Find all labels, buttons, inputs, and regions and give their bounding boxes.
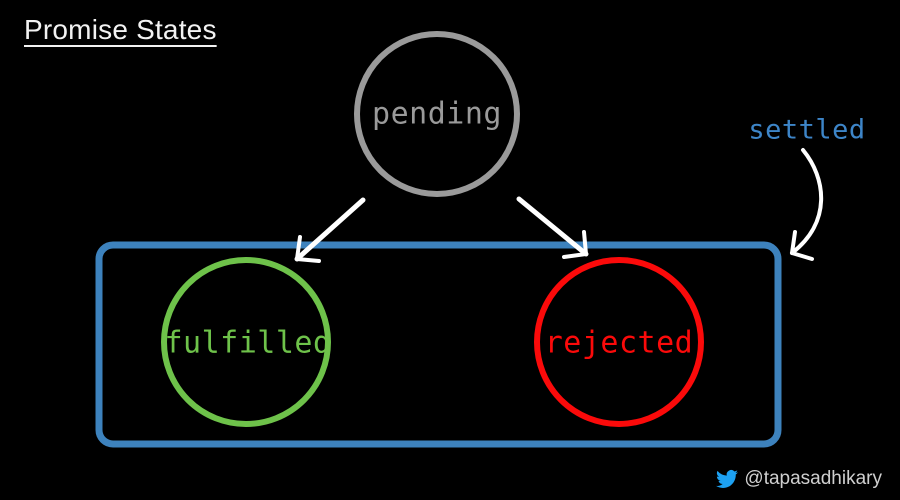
rejected-state-circle <box>534 257 704 427</box>
arrow-pending-to-rejected <box>516 196 589 259</box>
fulfilled-state-circle <box>161 257 331 427</box>
arrow-settled-to-box <box>790 148 824 261</box>
author-handle: @tapasadhikary <box>744 468 882 489</box>
author-credit: @tapasadhikary <box>716 468 882 490</box>
settled-group-box <box>95 241 782 448</box>
pending-state-circle <box>354 31 520 197</box>
pending-state-label: pending <box>372 96 502 132</box>
arrow-pending-to-fulfilled <box>294 197 366 263</box>
rejected-state-label: rejected <box>544 325 694 361</box>
page-title: Promise States <box>24 14 217 45</box>
fulfilled-state-label: fulfilled <box>164 325 332 361</box>
twitter-bird-icon <box>716 468 739 490</box>
settled-group-label: settled <box>748 114 866 146</box>
